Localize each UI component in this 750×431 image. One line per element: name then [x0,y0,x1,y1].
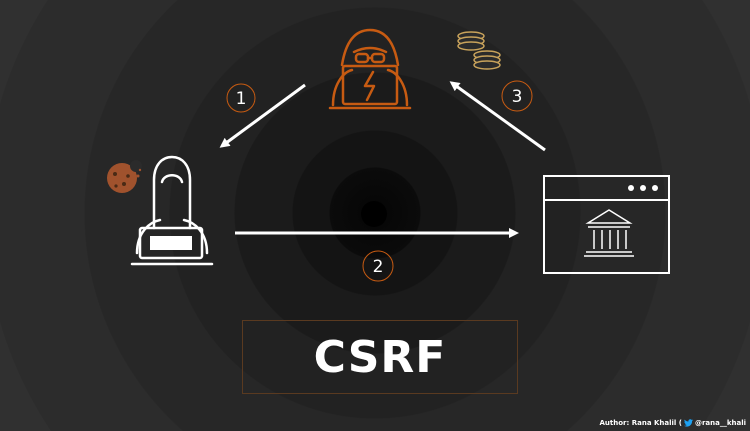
title-box: CSRF [242,320,518,394]
cookie-icon [107,160,142,193]
arrow-attacker-to-victim [219,83,306,148]
victim-user-laptop-icon [130,155,214,266]
step-1-label: 1 [236,89,247,109]
step-3-badge: 3 [501,80,533,112]
twitter-bird-icon [683,419,693,427]
bank-website-icon [543,175,670,274]
credit-handle: @rana__khali [694,419,746,427]
diagram-title: CSRF [313,331,447,383]
credit-prefix: Author: Rana Khalil ( [599,419,682,427]
arrow-bank-to-attacker [449,81,546,152]
step-3-label: 3 [512,87,523,107]
step-1-badge: 1 [226,83,256,113]
step-2-label: 2 [373,257,384,277]
center-dot [361,201,387,227]
step-2-badge: 2 [362,250,394,282]
coins-icon [457,31,501,70]
hacker-laptop-icon [328,28,412,110]
author-credit: Author: Rana Khalil ( @rana__khali [600,419,747,427]
